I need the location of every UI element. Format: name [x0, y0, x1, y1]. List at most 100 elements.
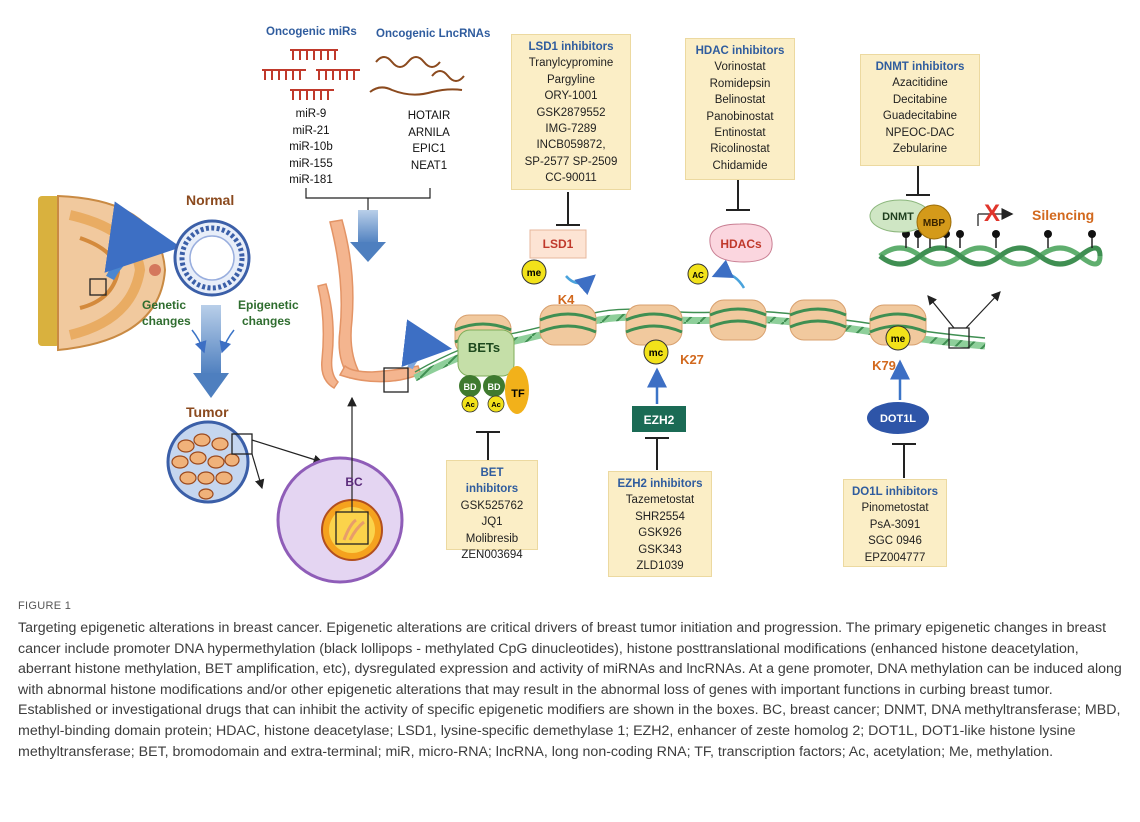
- list-item: IMG-7289: [545, 123, 597, 136]
- ezh2-label: EZH2: [644, 413, 675, 427]
- oncogenic-mirs-header: Oncogenic miRs: [266, 26, 357, 38]
- bet-inhibitors-box: BET inhibitors GSK525762 JQ1 Molibresib …: [446, 460, 538, 561]
- figure-diagram: me AC mc me K4 K27 K79 LSD1 HDACs BETs B…: [38, 26, 1103, 584]
- dot1l-label: DOT1L: [880, 413, 916, 425]
- lncrna-glyphs: [369, 56, 465, 96]
- caption-text: Targeting epigenetic alterations in brea…: [18, 620, 1122, 760]
- list-item: GSK343: [638, 543, 682, 556]
- list-item: Pargyline: [547, 73, 595, 86]
- list-item: ARNILA: [408, 126, 450, 139]
- box-title: BET inhibitors: [465, 467, 519, 496]
- list-item: Zebularine: [892, 143, 948, 156]
- list-item: PsA-3091: [869, 518, 921, 531]
- dot1l-inhibitors-box: DO1L inhibitors Pinometostat PsA-3091 SG…: [843, 479, 947, 567]
- hdacs-label: HDACs: [720, 237, 762, 251]
- ezh2-enzyme: [632, 406, 686, 432]
- bets-label: BETs: [468, 340, 500, 355]
- list-item: Azacitidine: [892, 77, 948, 90]
- silencing-x-icon: X: [984, 200, 1000, 227]
- genetic-label-1: Genetic: [142, 298, 187, 312]
- list-item: SP-2577 SP-2509: [524, 155, 618, 168]
- ac-label-2: Ac: [491, 400, 501, 409]
- bc-cell: [276, 456, 404, 584]
- list-item: Molibresib: [465, 532, 519, 545]
- bets-complex: [457, 329, 529, 414]
- list-item: ZEN003694: [461, 549, 523, 562]
- list-item: Romidepsin: [709, 77, 771, 90]
- list-item: INCB059872,: [536, 139, 606, 152]
- lsd1-inhibitors-box: LSD1 inhibitors Tranylcypromine Pargylin…: [511, 34, 631, 190]
- mbp-label: MBP: [923, 218, 946, 229]
- lsd1-label: LSD1: [543, 237, 574, 251]
- lsd1-enzyme: [529, 229, 587, 259]
- box-title: LSD1 inhibitors: [528, 41, 614, 53]
- dot1l-enzyme: [867, 402, 929, 434]
- k79-label: K79: [872, 358, 896, 373]
- genetic-label-2: changes: [142, 314, 191, 328]
- list-item: ORY-1001: [544, 90, 598, 103]
- list-item: NPEOC-DAC: [885, 126, 955, 139]
- k27-label: K27: [680, 352, 704, 367]
- epigenetic-label-1: Epigenetic: [238, 298, 299, 312]
- list-item: Ricolinostat: [710, 143, 770, 156]
- methylated-dna-helix: [878, 230, 1103, 267]
- silencing-label: Silencing: [1032, 207, 1094, 223]
- mir-glyphs: [262, 49, 360, 100]
- bd-label-2: BD: [488, 382, 501, 392]
- list-item: JQ1: [481, 516, 503, 529]
- list-item: GSK525762: [460, 499, 524, 512]
- nucleosome-wraps: [454, 307, 927, 344]
- list-item: HOTAIR: [407, 110, 451, 122]
- figure-caption: FIGURE 1 Targeting epigenetic alteration…: [18, 600, 1126, 762]
- k4-label: K4: [558, 292, 575, 307]
- list-item: Panobinostat: [706, 110, 774, 123]
- list-item: Tranylcypromine: [528, 57, 614, 70]
- tf-label: TF: [511, 388, 525, 400]
- dnmt-complex: [869, 199, 952, 240]
- tumor-label: Tumor: [186, 404, 229, 420]
- normal-duct: [173, 219, 251, 297]
- list-item: Chidamide: [712, 159, 768, 172]
- list-item: NEAT1: [410, 159, 448, 172]
- tumor-duct: [166, 420, 253, 504]
- dnmt-inhibitors-box: DNMT inhibitors Azacitidine Decitabine G…: [860, 54, 980, 166]
- list-item: EPZ004777: [864, 551, 926, 564]
- list-item: GSK926: [638, 527, 682, 540]
- me-label-k4: me: [527, 268, 542, 279]
- list-item: Entinostat: [714, 127, 766, 140]
- list-item: Vorinostat: [714, 61, 766, 74]
- list-item: miR-21: [292, 124, 330, 137]
- epigenetic-label-2: changes: [242, 314, 291, 328]
- box-title: DNMT inhibitors: [875, 61, 965, 73]
- list-item: miR-9: [295, 108, 327, 120]
- list-item: miR-181: [289, 174, 333, 186]
- box-title: HDAC inhibitors: [695, 45, 785, 57]
- list-item: EPIC1: [412, 143, 446, 155]
- oncogenic-lncrnas-header: Oncogenic LncRNAs: [376, 28, 491, 40]
- ac-label-hdac: AC: [692, 271, 704, 280]
- list-item: SHR2554: [635, 510, 685, 523]
- hdac-inhibitors-box: HDAC inhibitors Vorinostat Romidepsin Be…: [685, 38, 795, 180]
- list-item: Belinostat: [714, 94, 766, 107]
- box-title: DO1L inhibitors: [851, 486, 939, 498]
- modification-marks: [521, 259, 911, 365]
- list-item: ZLD1039: [636, 560, 684, 573]
- mc-label-k27: mc: [649, 348, 664, 359]
- ac-label-1: Ac: [465, 400, 475, 409]
- list-item: SGC 0946: [868, 535, 922, 548]
- list-item: Tazemetostat: [625, 494, 695, 507]
- bd-label-1: BD: [464, 382, 477, 392]
- list-item: Pinometostat: [861, 502, 929, 515]
- list-item: Guadecitabine: [882, 110, 958, 123]
- lncrna-list: HOTAIR ARNILA EPIC1 NEAT1: [396, 108, 462, 174]
- me-label-k79: me: [891, 334, 906, 345]
- dnmt-label: DNMT: [882, 211, 914, 223]
- list-item: CC-90011: [545, 172, 597, 185]
- list-item: miR-10b: [289, 141, 333, 153]
- normal-label: Normal: [186, 192, 235, 208]
- mir-list: miR-9 miR-21 miR-10b miR-155 miR-181: [280, 106, 342, 189]
- list-item: GSK2879552: [536, 106, 606, 119]
- figure-label: FIGURE 1: [18, 600, 72, 612]
- box-title: EZH2 inhibitors: [617, 478, 703, 490]
- list-item: Decitabine: [892, 93, 948, 106]
